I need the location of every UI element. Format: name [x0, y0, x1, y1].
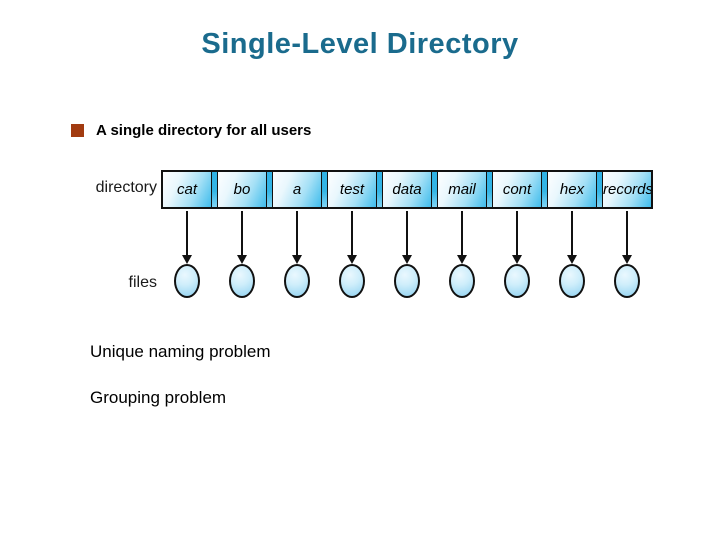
file-ellipse-mail: [449, 264, 475, 298]
directory-entry-bo: bo: [218, 172, 266, 207]
note-grouping: Grouping problem: [90, 388, 227, 407]
arrow-head-icon: [237, 255, 247, 264]
arrow-shaft: [296, 211, 298, 255]
directory-entry-cat: cat: [163, 172, 211, 207]
cell-separator: [321, 172, 328, 207]
arrow-head-icon: [457, 255, 467, 264]
directory-label: directory: [95, 179, 157, 196]
note-unique-naming: Unique naming problem: [90, 342, 271, 361]
arrow-head-icon: [347, 255, 357, 264]
file-ellipse-data: [394, 264, 420, 298]
file-ellipse-records: [614, 264, 640, 298]
file-ellipse-cont: [504, 264, 530, 298]
arrow-head-icon: [567, 255, 577, 264]
cell-separator: [486, 172, 493, 207]
cell-separator: [266, 172, 273, 207]
file-ellipse-bo: [229, 264, 255, 298]
file-ellipse-test: [339, 264, 365, 298]
arrow-shaft: [571, 211, 573, 255]
cell-separator: [541, 172, 548, 207]
cell-separator: [596, 172, 603, 207]
directory-entry-hex: hex: [548, 172, 596, 207]
arrow-head-icon: [182, 255, 192, 264]
file-ellipse-cat: [174, 264, 200, 298]
arrow-shaft: [461, 211, 463, 255]
directory-entry-a: a: [273, 172, 321, 207]
arrow-shaft: [351, 211, 353, 255]
cell-separator: [211, 172, 218, 207]
directory-entry-mail: mail: [438, 172, 486, 207]
file-ellipse-hex: [559, 264, 585, 298]
arrow-head-icon: [622, 255, 632, 264]
cell-separator: [376, 172, 383, 207]
arrow-shaft: [516, 211, 518, 255]
bullet-text: A single directory for all users: [96, 122, 312, 139]
cell-separator: [431, 172, 438, 207]
directory-entry-records: records: [603, 172, 651, 207]
directory-entry-data: data: [383, 172, 431, 207]
arrow-shaft: [241, 211, 243, 255]
arrow-head-icon: [402, 255, 412, 264]
bullet-square-icon: [71, 124, 84, 137]
files-label: files: [128, 274, 157, 291]
arrow-shaft: [626, 211, 628, 255]
arrow-head-icon: [512, 255, 522, 264]
arrow-shaft: [186, 211, 188, 255]
arrow-head-icon: [292, 255, 302, 264]
file-ellipse-a: [284, 264, 310, 298]
arrow-shaft: [406, 211, 408, 255]
page-title: Single-Level Directory: [201, 28, 519, 60]
directory-entry-test: test: [328, 172, 376, 207]
directory-entry-cont: cont: [493, 172, 541, 207]
